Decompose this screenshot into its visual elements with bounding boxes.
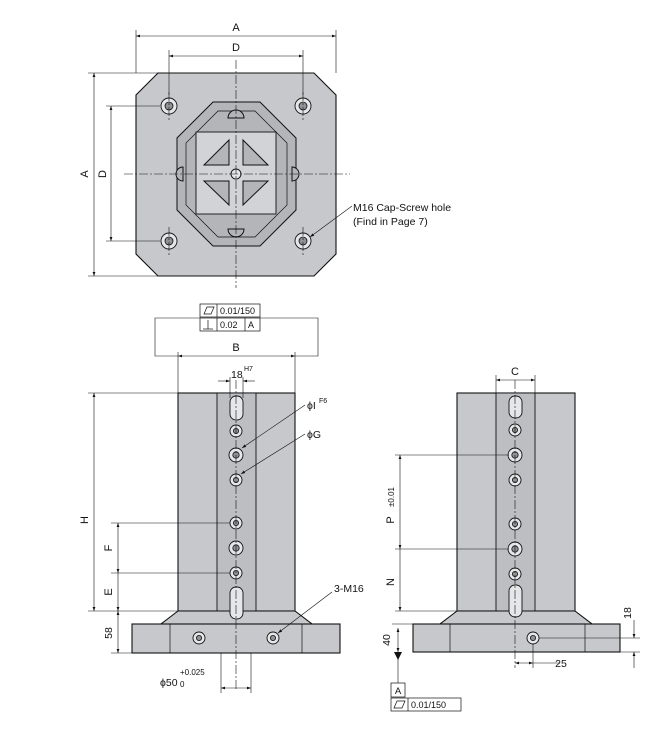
dim-58: 58 [103,627,115,639]
lobe-top-left [202,138,230,166]
lobe-bottom-left [202,180,230,207]
dim-18: 18 [231,369,243,381]
callout-phi-I-fit: F6 [319,398,327,405]
callout-line-1: M16 Cap-Screw hole [353,202,451,214]
dim-E: E [103,588,115,595]
dim-A-top: A [232,22,240,34]
perp-datum: A [248,320,254,330]
front-view: 0.01/150 0.02 A B 18 H7 ϕI F6 ϕG [79,303,364,693]
perp-value: 0.02 [220,320,238,330]
cap-screw-holes [160,97,312,250]
datum-A: A [395,686,402,697]
tolerance-frame-front: 0.01/150 0.02 A [154,303,319,357]
dim-F: F [103,544,115,551]
dim-18-fit: H7 [244,366,253,373]
dim-phi50-tol-lower: 0 [180,680,185,689]
dim-phi50: ϕ50 [160,677,178,689]
callout-line-2: (Find in Page 7) [353,216,428,228]
dim-H: H [79,516,91,524]
dim-phi50-tol-upper: +0.025 [180,668,205,677]
octagon-boss-inner [185,110,288,238]
side-view: C P ±0.01 N 40 A 0.01/150 25 18 [381,366,640,712]
dim-B: B [232,342,239,354]
flatness-value: 0.01/150 [220,306,255,316]
bottom-slot [229,586,244,620]
callout-phi-I: ϕI [307,400,316,412]
dim-P-tol: ±0.01 [387,486,396,507]
dim-40: 40 [381,634,393,646]
dim-C: C [511,366,519,378]
callout-phi-G: ϕG [307,429,321,441]
parallel-value: 0.01/150 [411,700,446,710]
lobe-bottom-right [242,180,270,207]
slot-left [175,166,184,182]
dim-25: 25 [555,658,567,670]
dim-A-left: A [79,170,91,178]
dim-N: N [385,578,397,586]
dim-D-left: D [97,170,109,178]
dim-18-side: 18 [622,607,634,619]
slot-top [227,109,245,119]
top-slot [229,395,244,421]
callout-3-M16: 3-M16 [334,583,364,595]
top-view: A D A D M16 Cap-Screw hole (Find in Page… [79,22,451,288]
dim-P: P [385,516,397,523]
lobe-top-right [242,138,270,166]
dim-D-top: D [232,42,240,54]
